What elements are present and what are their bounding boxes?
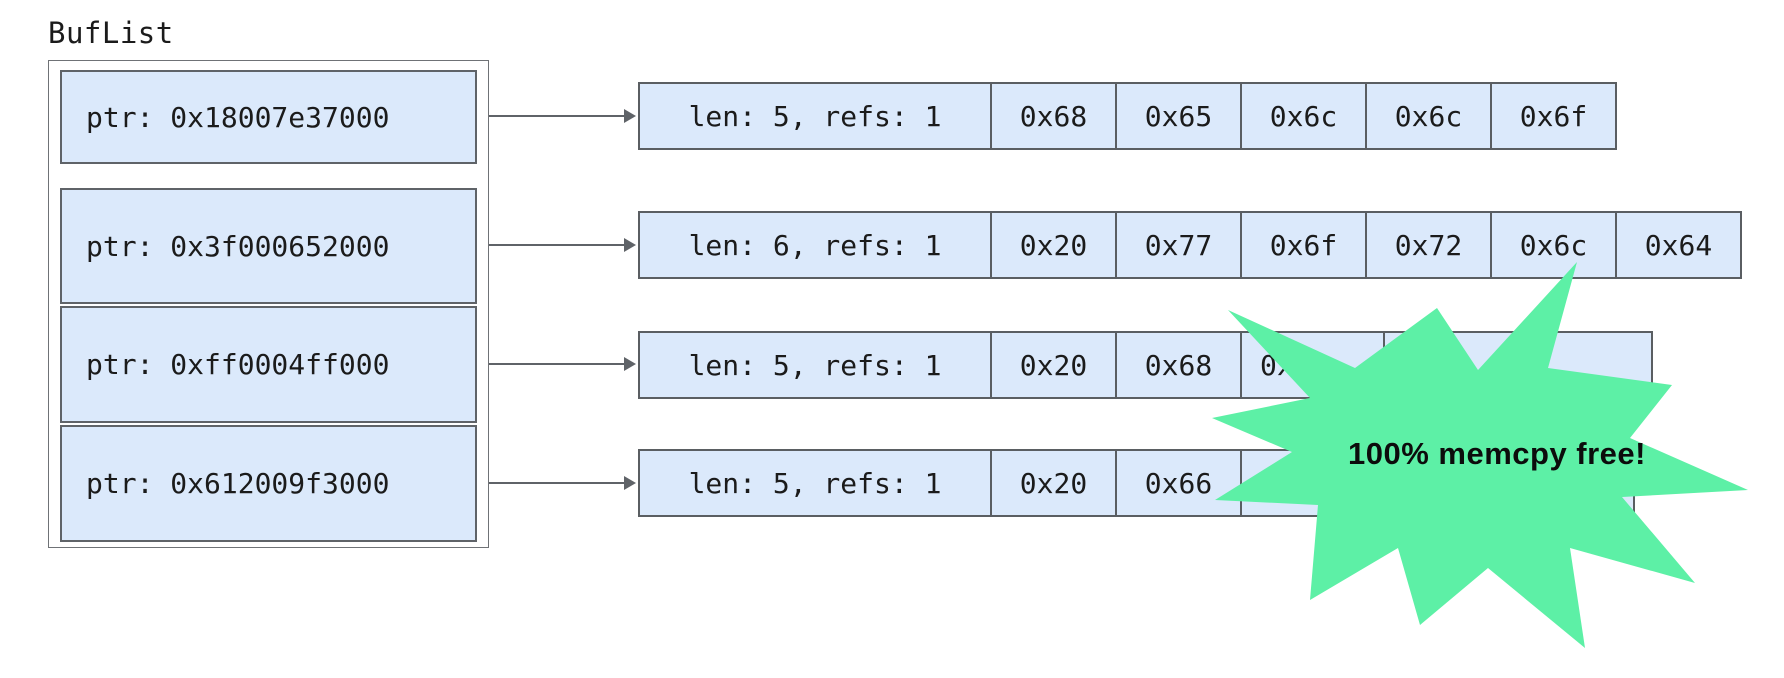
buffer-byte-cell: 0x6c (1490, 213, 1615, 277)
buffer-byte-cell: 0x6c (1365, 84, 1490, 148)
arrowhead-icon (624, 238, 636, 252)
arrowhead-icon (624, 357, 636, 371)
pointer-label: ptr: 0x3f000652000 (86, 229, 390, 263)
pointer-box: ptr: 0x18007e37000 (60, 70, 477, 164)
buffer-byte-cell: 0x66 (1115, 451, 1240, 515)
pointer-label: ptr: 0xff0004ff000 (86, 348, 390, 381)
buffer-header: len: 5, refs: 1 (688, 348, 942, 382)
buffer-row: len: 5, refs: 1 0x68 0x65 0x6c 0x6c 0x6f (638, 82, 1617, 150)
diagram-title: BufList (48, 16, 174, 50)
buffer-byte-cell: 0x65 (1115, 84, 1240, 148)
pointer-arrow (489, 476, 636, 490)
starburst-label: 100% memcpy free! (1348, 436, 1646, 471)
buffer-byte-cell: 0x20 (990, 451, 1115, 515)
arrowhead-icon (624, 109, 636, 123)
pointer-label: ptr: 0x612009f3000 (86, 467, 390, 500)
buffer-header: len: 6, refs: 1 (688, 228, 942, 262)
pointer-box: ptr: 0x612009f3000 (60, 425, 477, 542)
pointer-arrow (489, 238, 636, 252)
buffer-byte-cell: 0x68 (990, 84, 1115, 148)
pointer-box: ptr: 0x3f000652000 (60, 188, 477, 304)
buffer-byte-cell: 0x72 (1365, 213, 1490, 277)
pointer-box: ptr: 0xff0004ff000 (60, 306, 477, 423)
pointer-label: ptr: 0x18007e37000 (86, 100, 390, 134)
arrowhead-icon (624, 476, 636, 490)
buffer-byte-cell: 0x20 (990, 213, 1115, 277)
buffer-byte-cell: 0x6f (1490, 84, 1615, 148)
buffer-byte-cell: 0x68 (1115, 333, 1240, 397)
pointer-arrow (489, 109, 636, 123)
buffer-byte-cell: 0x6f (1240, 213, 1365, 277)
buffer-byte-cell: 0x77 (1115, 213, 1240, 277)
buffer-byte-cell: 0x6c (1240, 84, 1365, 148)
buffer-byte-cell: 0x64 (1615, 213, 1740, 277)
buffer-header: len: 5, refs: 1 (688, 99, 942, 133)
buffer-header: len: 5, refs: 1 (688, 466, 942, 500)
buffer-byte-cell: 0x20 (990, 333, 1115, 397)
pointer-arrow (489, 357, 636, 371)
buffer-row: len: 6, refs: 1 0x20 0x77 0x6f 0x72 0x6c… (638, 211, 1742, 279)
